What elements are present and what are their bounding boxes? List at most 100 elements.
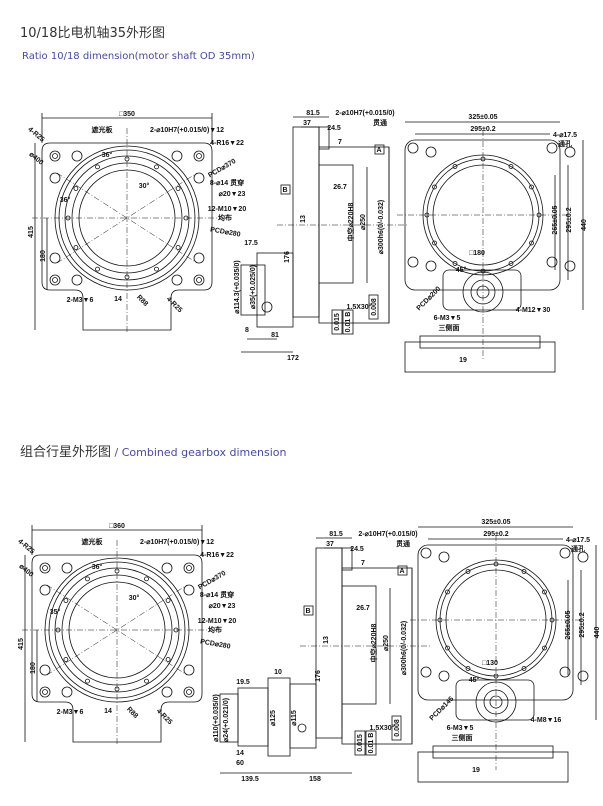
dim-label-rm3: 6-M3▼5 xyxy=(434,315,461,322)
dim-label-s158: 158 xyxy=(309,776,321,783)
dim-label-rm12: 4-M12▼30 xyxy=(516,307,551,314)
diag-line xyxy=(46,584,188,676)
corner-hole-inner xyxy=(186,689,192,695)
dim-label-s267: 26.7 xyxy=(333,184,347,191)
m10-hole xyxy=(165,598,171,603)
bolt-hole xyxy=(49,172,61,184)
corner-hole xyxy=(49,150,61,162)
bolt-hole xyxy=(161,686,173,698)
dim-label-r25: 4-R25 xyxy=(16,538,35,556)
section2-title-cn: 组合行星外形图 xyxy=(20,445,112,460)
thru-hole xyxy=(420,547,432,559)
bolt-hole xyxy=(171,274,183,286)
dim-label-r295: 295±0.2 xyxy=(483,531,508,538)
key-hole xyxy=(261,301,273,313)
dim-label-dB: B xyxy=(305,608,310,615)
dim-label-rthru: 通孔 xyxy=(558,139,572,148)
m10-hole xyxy=(63,598,69,603)
dim-label-s35: ⌀35(+0.025/0) xyxy=(250,265,257,309)
corner-hole xyxy=(193,274,205,286)
dim-label-r265v: 265±0.05 xyxy=(565,610,572,639)
thru-hole xyxy=(546,142,558,154)
dim-label-s267: 26.7 xyxy=(356,605,370,612)
thru-hole xyxy=(546,256,558,268)
dim-label-r19: 19 xyxy=(472,767,480,774)
corner-hole xyxy=(39,686,51,698)
dim-label-r295v: 295±0.2 xyxy=(579,612,586,637)
dim-label-t015: 0.015 xyxy=(357,734,364,752)
dim-label-m10: 12-M10▼20 xyxy=(198,618,237,625)
dim-label-rpcd: PCD⌀145 xyxy=(429,696,456,723)
diag-line xyxy=(46,584,188,676)
dim-label-r45: 45° xyxy=(469,676,480,684)
dim-label-s176: 176 xyxy=(284,251,291,263)
adapter-flange xyxy=(256,252,294,328)
dim-label-h415: 415 xyxy=(18,638,25,650)
dim-label-h415: 415 xyxy=(28,226,35,238)
diag-line xyxy=(56,172,198,264)
bolt xyxy=(432,184,437,190)
section2-subtitle: / Combined gearbox dimension xyxy=(111,446,287,459)
motor-flange xyxy=(237,687,269,747)
dim-label-s13: 13 xyxy=(300,215,307,223)
bolt xyxy=(508,164,514,169)
corner-hole xyxy=(183,686,195,698)
dim-label-s37: 37 xyxy=(326,541,334,548)
m10-hole xyxy=(175,245,181,250)
corner-hole xyxy=(193,150,205,162)
bolt xyxy=(521,569,527,574)
tolerance-frame xyxy=(354,730,366,756)
dim-label-rside: 三侧面 xyxy=(439,323,460,332)
dim-label-s300: ⌀300h6(0/-0.032) xyxy=(378,200,385,254)
housing-outline xyxy=(31,554,203,743)
dim-label-a36b: 35° xyxy=(50,608,61,616)
dim-label-even: 均布 xyxy=(208,625,222,634)
dim-label-t008: 0.008 xyxy=(371,298,378,316)
pin-step xyxy=(318,126,330,150)
dim-label-pin: 2-⌀10H7(+0.015/0)▼12 xyxy=(140,539,214,546)
dim-label-rthru: 通孔 xyxy=(571,544,585,553)
dim-label-a30: 30° xyxy=(139,182,150,190)
bolt xyxy=(445,645,450,651)
bolt-hole xyxy=(49,252,61,264)
m10-hole xyxy=(73,186,79,191)
dim-label-s81: 81 xyxy=(271,332,279,339)
dim-label-s245: 24.5 xyxy=(350,546,364,553)
bolt xyxy=(445,589,450,595)
dim-label-a36b: 36° xyxy=(60,196,71,204)
bolt-hole xyxy=(39,584,51,596)
dim-label-r295: 295±0.2 xyxy=(470,126,495,133)
bolt xyxy=(529,184,534,190)
bolt xyxy=(542,645,547,651)
motor-shaft-body xyxy=(240,264,266,316)
corner-hole-inner xyxy=(42,565,48,571)
dim-label-r25b: 4-R25 xyxy=(165,296,184,315)
dim-label-s7: 7 xyxy=(338,139,342,146)
tolerance-frame xyxy=(331,309,343,335)
dim-label-dB: B xyxy=(282,187,287,194)
m10-hole xyxy=(73,245,79,250)
housing-outline xyxy=(41,142,213,331)
base-top xyxy=(432,745,554,759)
dim-label-h180: 180 xyxy=(40,250,47,262)
bolt-hole xyxy=(161,562,173,574)
datum-box-B xyxy=(280,184,291,195)
dim-label-r265v: 265±0.05 xyxy=(552,205,559,234)
dim-label-shollow: 中空⌀220H8 xyxy=(346,202,355,241)
dim-label-s125: ⌀125 xyxy=(270,710,277,726)
corner-hole-inner xyxy=(42,689,48,695)
base-top xyxy=(419,335,541,349)
dim-label-sq: □350 xyxy=(119,111,135,118)
dim-label-w14: 14 xyxy=(114,296,122,303)
input-shaft xyxy=(219,693,239,743)
bolt-hole xyxy=(193,172,205,184)
bolt-hole xyxy=(61,686,73,698)
m10-hole xyxy=(85,678,90,684)
bolt-hole xyxy=(425,260,437,272)
dim-label-cb: ⌀20▼23 xyxy=(219,191,246,198)
dim-label-s13: 13 xyxy=(323,636,330,644)
section1-title: 10/18比电机轴35外形图 xyxy=(20,26,166,41)
diag-line xyxy=(56,172,198,264)
dim-label-plate: 遮光板 xyxy=(82,537,104,546)
